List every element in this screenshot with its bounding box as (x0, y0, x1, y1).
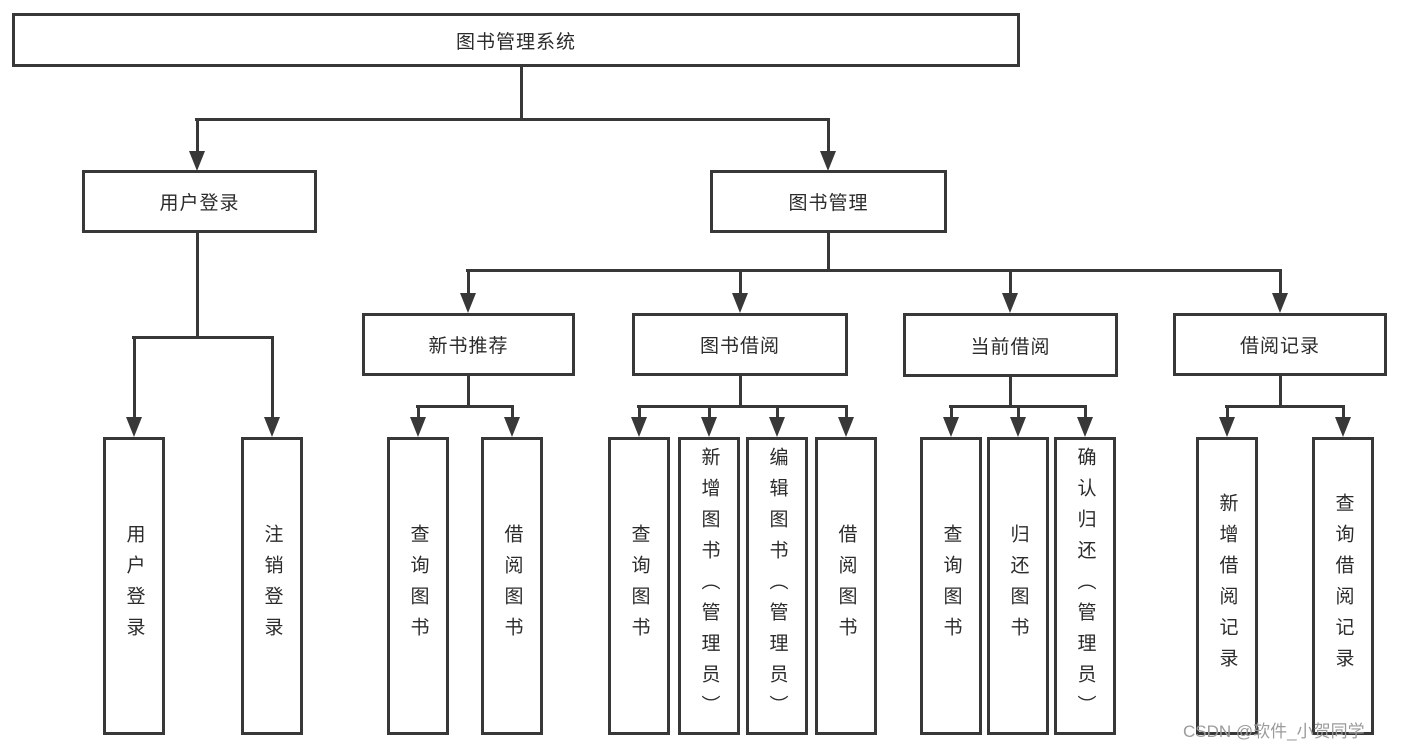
node-label: 图书管理 (788, 193, 869, 214)
arrow-down-icon (631, 417, 647, 437)
connector-line (845, 405, 848, 419)
connector-line (467, 269, 470, 295)
csdn-watermark: CSDN @软件_小贺同学 (1183, 722, 1365, 741)
arrow-down-icon (410, 417, 426, 437)
node-library-system: 图书管理系统 (12, 13, 1020, 67)
connector-line (1009, 376, 1012, 408)
leaf-confirm-return-admin: 确认归还（管理员） (1054, 437, 1116, 735)
connector-line (1084, 405, 1087, 419)
leaf-logout: 注销登录 (241, 437, 303, 735)
arrow-down-icon (264, 417, 280, 437)
node-label: 编辑图书（管理员） (766, 446, 788, 726)
node-label: 图书管理系统 (455, 31, 576, 53)
node-book-management: 图书管理 (710, 170, 947, 233)
node-label: 借阅图书 (835, 524, 857, 648)
arrow-down-icon (189, 151, 205, 171)
node-label: 图书借阅 (699, 336, 780, 357)
arrow-down-icon (1002, 293, 1018, 313)
connector-line (708, 405, 711, 419)
arrow-down-icon (1219, 417, 1235, 437)
leaf-add-books-admin: 新增图书（管理员） (678, 437, 740, 735)
leaf-user-login: 用户登录 (103, 437, 165, 735)
connector-line (1226, 405, 1229, 419)
connector-line (739, 269, 742, 295)
node-book-borrow: 图书借阅 (632, 313, 848, 376)
connector-line (132, 336, 274, 339)
connector-line (511, 405, 514, 419)
connector-line (739, 376, 742, 408)
node-user-login: 用户登录 (82, 170, 317, 233)
arrow-down-icon (126, 417, 142, 437)
node-label: 查询图书 (940, 524, 962, 648)
arrow-down-icon (460, 293, 476, 313)
connector-line (1279, 376, 1282, 408)
node-label: 确认归还（管理员） (1074, 446, 1096, 726)
connector-line (196, 233, 199, 339)
node-label: 新增借阅记录 (1216, 493, 1238, 679)
node-borrow-records: 借阅记录 (1173, 313, 1387, 376)
leaf-borrow-books-2: 借阅图书 (815, 437, 877, 735)
connector-line (1009, 269, 1012, 295)
connector-line (637, 405, 848, 408)
node-label: 查询借阅记录 (1332, 493, 1354, 679)
connector-line (1279, 269, 1282, 295)
node-label: 借阅图书 (501, 524, 523, 648)
connector-line (417, 405, 420, 419)
node-label: 注销登录 (261, 524, 283, 648)
arrow-down-icon (1077, 417, 1093, 437)
node-new-book-recommend: 新书推荐 (362, 313, 575, 376)
connector-line (271, 336, 274, 419)
node-label: 用户登录 (159, 193, 240, 214)
leaf-add-borrow-record: 新增借阅记录 (1196, 437, 1258, 735)
connector-line (416, 405, 514, 408)
connector-line (520, 66, 523, 121)
leaf-query-borrow-record: 查询借阅记录 (1312, 437, 1374, 735)
connector-line (466, 269, 1282, 272)
arrow-down-icon (943, 417, 959, 437)
connector-line (827, 118, 830, 153)
connector-line (638, 405, 641, 419)
connector-line (196, 118, 199, 153)
arrow-down-icon (820, 151, 836, 171)
connector-line (827, 233, 830, 272)
node-current-borrow: 当前借阅 (903, 313, 1118, 377)
arrow-down-icon (838, 417, 854, 437)
connector-line (1017, 405, 1020, 419)
node-label: 用户登录 (123, 524, 145, 648)
leaf-query-books-3: 查询图书 (920, 437, 982, 735)
node-label: 新书推荐 (428, 336, 509, 357)
connector-line (467, 376, 470, 408)
arrow-down-icon (1010, 417, 1026, 437)
connector-line (950, 405, 953, 419)
node-label: 归还图书 (1007, 524, 1029, 648)
node-label: 当前借阅 (970, 336, 1051, 358)
arrow-down-icon (504, 417, 520, 437)
arrow-down-icon (769, 417, 785, 437)
arrow-down-icon (1272, 293, 1288, 313)
connector-line (195, 118, 830, 121)
leaf-return-books: 归还图书 (987, 437, 1049, 735)
connector-line (133, 336, 136, 419)
arrow-down-icon (701, 417, 717, 437)
leaf-query-books-2: 查询图书 (608, 437, 670, 735)
leaf-query-books: 查询图书 (387, 437, 449, 735)
arrow-down-icon (732, 293, 748, 313)
connector-line (776, 405, 779, 419)
leaf-borrow-books: 借阅图书 (481, 437, 543, 735)
connector-line (1342, 405, 1345, 419)
connector-line (1225, 405, 1345, 408)
leaf-edit-books-admin: 编辑图书（管理员） (746, 437, 808, 735)
node-label: 借阅记录 (1239, 336, 1320, 357)
node-label: 查询图书 (407, 524, 429, 648)
node-label: 新增图书（管理员） (698, 446, 720, 726)
node-label: 查询图书 (628, 524, 650, 648)
arrow-down-icon (1335, 417, 1351, 437)
